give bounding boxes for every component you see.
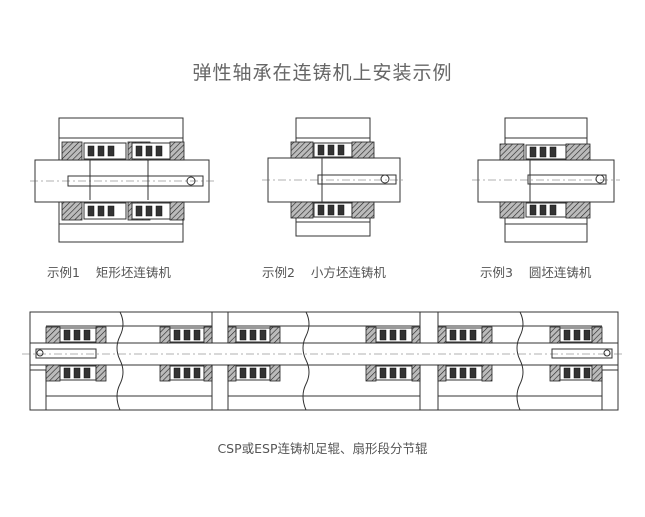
example-1-label: 矩形坯连铸机 xyxy=(95,265,171,280)
example-2-caption: 示例2 小方坯连铸机 xyxy=(262,262,386,281)
example-1-caption: 示例1 矩形坯连铸机 xyxy=(47,262,171,281)
example-3-number: 示例3 xyxy=(480,265,513,280)
example-1-drawing xyxy=(30,117,215,243)
example-1-number: 示例1 xyxy=(47,265,80,280)
bottom-caption: CSP或ESP连铸机足辊、扇形段分节辊 xyxy=(217,441,428,456)
example-3-caption: 示例3 圆坯连铸机 xyxy=(480,262,591,281)
diagram-title: 弹性轴承在连铸机上安装示例 xyxy=(192,62,453,84)
example-3-drawing xyxy=(472,117,620,243)
example-2-drawing xyxy=(262,117,405,237)
example-2-number: 示例2 xyxy=(262,265,295,280)
example-2-label: 小方坯连铸机 xyxy=(310,265,386,280)
example-3-label: 圆坯连铸机 xyxy=(528,265,592,280)
segmented-roll-drawing xyxy=(22,311,625,411)
